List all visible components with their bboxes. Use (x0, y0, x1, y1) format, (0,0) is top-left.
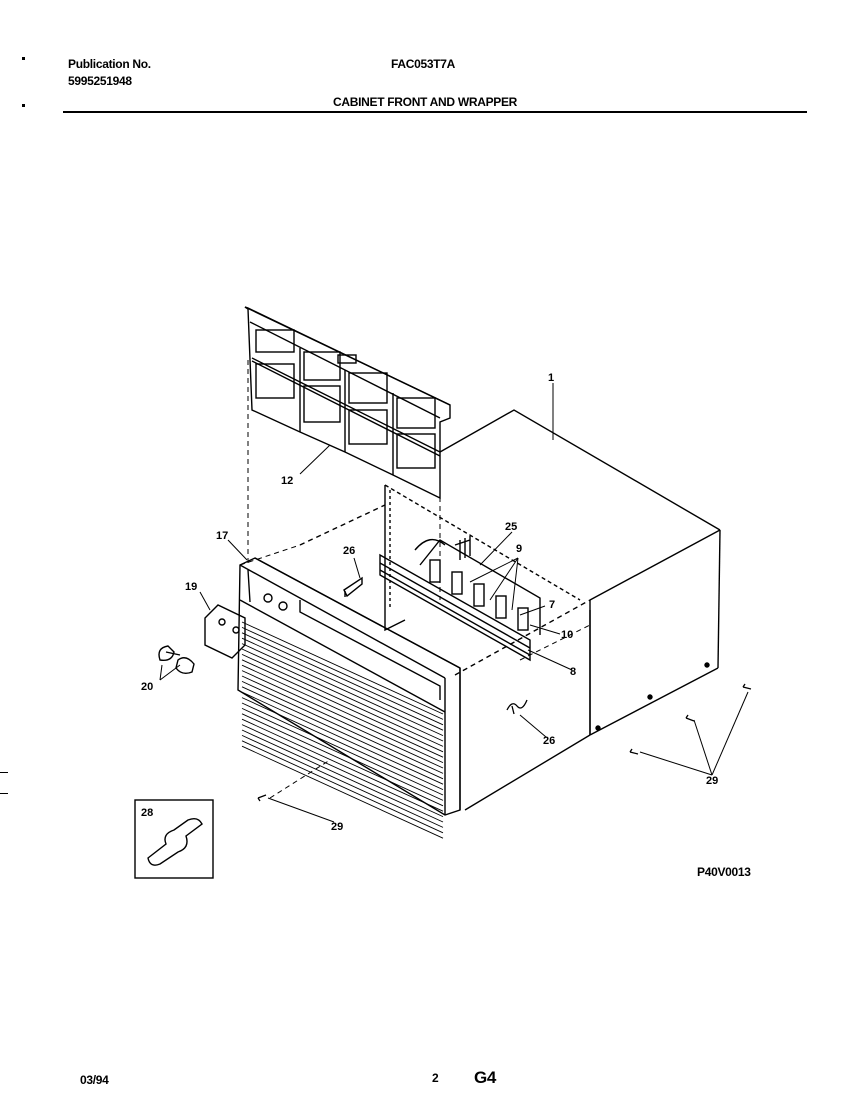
control-bracket (379, 536, 541, 662)
callout-25: 25 (505, 521, 517, 533)
callout-19: 19 (185, 581, 197, 593)
louver-line (241, 632, 444, 726)
scan-edge-mark (0, 772, 8, 794)
publication-label: Publication No. (68, 57, 151, 71)
control-knobs (158, 645, 195, 675)
front-grille (237, 557, 461, 816)
louver-line (241, 740, 444, 834)
louver-line (241, 729, 444, 823)
section-code: G4 (474, 1068, 497, 1087)
leader-lines (159, 383, 749, 823)
figure-code: P40V0013 (697, 865, 751, 879)
footer-date: 03/94 (80, 1073, 109, 1087)
callout-28: 28 (141, 807, 153, 819)
inset-drain-clip (134, 799, 214, 879)
louver-line (241, 664, 444, 758)
air-filter (244, 306, 451, 500)
louver-line (241, 626, 444, 720)
louver-line (241, 691, 444, 785)
louver-line (241, 734, 444, 828)
louver-line (241, 745, 444, 839)
screws (257, 683, 752, 802)
louver-line (241, 648, 444, 742)
header-rule (63, 111, 807, 113)
callout-29: 29 (706, 775, 718, 787)
louver-line (241, 680, 444, 774)
page-number: 2 (432, 1071, 439, 1085)
callout-26: 26 (343, 545, 355, 557)
louver-line (241, 659, 444, 753)
scan-dot (22, 104, 25, 107)
page-title: CABINET FRONT AND WRAPPER (333, 95, 518, 109)
louver-line (241, 621, 444, 715)
louver-line (241, 643, 444, 737)
scan-dot (22, 57, 25, 60)
callout-1: 1 (548, 372, 554, 384)
louver-line (241, 653, 444, 747)
louver-line (241, 718, 444, 812)
callout-12: 12 (281, 475, 293, 487)
louver-line (241, 675, 444, 769)
callout-10: 10 (561, 629, 573, 641)
callout-29-front: 29 (331, 821, 343, 833)
model-number: FAC053T7A (391, 57, 455, 71)
louver-line (241, 713, 444, 807)
mounting-clip (343, 576, 363, 598)
cabinet-wrapper (299, 409, 721, 811)
louver-line (241, 707, 444, 801)
side-clip (506, 699, 528, 715)
callout-17: 17 (216, 530, 228, 542)
control-panel-overlay (204, 604, 246, 659)
louver-line (241, 724, 444, 818)
louver-line (241, 686, 444, 780)
callout-20: 20 (141, 681, 153, 693)
callout-9: 9 (516, 543, 522, 555)
callout-26-side: 26 (543, 735, 555, 747)
louver-line (241, 637, 444, 731)
louver-line (241, 670, 444, 764)
callout-7: 7 (549, 599, 555, 611)
publication-number: 5995251948 (68, 74, 132, 88)
callout-8: 8 (570, 666, 576, 678)
grille-louvers (241, 621, 444, 839)
louver-line (241, 702, 444, 796)
louver-line (241, 697, 444, 791)
